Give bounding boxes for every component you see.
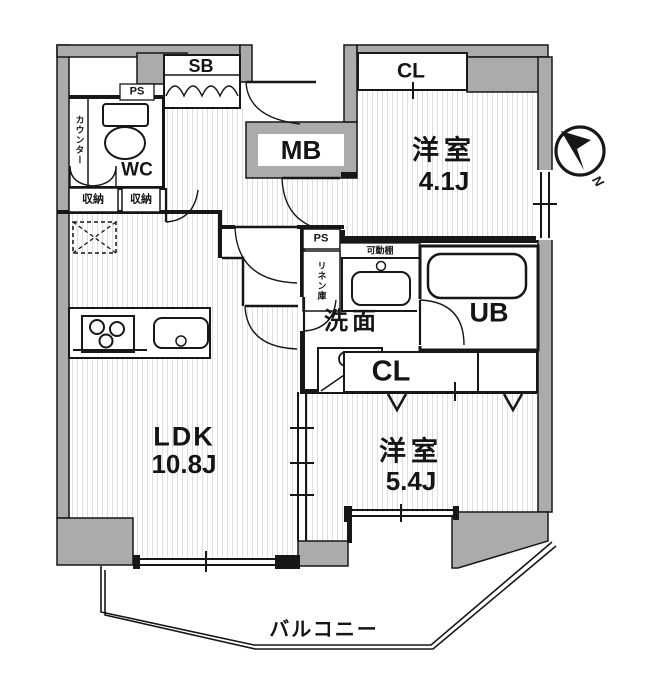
washroom-label: 洗面 [324,308,380,335]
floor-ldk [69,212,298,557]
closet-mid-box [343,351,479,393]
bathtub-icon [426,252,528,300]
unit-bath-label: UB [469,297,509,328]
washbasin-faucet-icon [375,260,387,272]
kitchen-sink-icon [153,317,209,349]
balcony-railing-outer [104,545,557,650]
storage-box-left [68,187,119,213]
closet-mid-label: CL [371,355,411,388]
windows [133,170,557,572]
shoe-box [163,54,241,109]
closets [343,52,538,413]
wall-corner-sw [56,517,134,566]
burner-icon-3 [98,333,114,349]
linen-closet-box [302,250,341,312]
balcony-label: バルコニー [269,619,379,641]
washbasin-bowl-icon [351,271,411,306]
linen-closet-label: リネン庫 [316,261,327,301]
wall-wash-west-lower [300,331,305,392]
window-east [533,172,557,238]
hall-door-arc [234,226,298,284]
closet-mid-box2 [477,351,538,393]
floor-bedroom1 [344,57,538,236]
wall-wc-top [69,95,165,99]
meter-box-label: MB [280,135,322,165]
ub-door-arc [419,299,465,346]
ldk-size: 10.8J [151,449,217,479]
balcony-railing-inner [100,541,553,646]
kitchen-drain-icon [175,335,187,347]
wall-right [537,56,553,513]
compass-needle [561,131,591,170]
wall-mb-strip [343,44,358,123]
window-ldk-jamb-left [133,555,140,569]
wall-bed2-sw [347,516,352,543]
movable-shelf-label: 可動棚 [366,245,394,256]
wall-bed1-doorjamb [340,230,345,243]
ldk-door-arc [244,305,298,350]
pipe-space-mid-box [302,228,341,250]
toilet-label: WC [121,159,153,181]
storage-left-label: 収納 [82,193,104,206]
counter-label: カウンター [74,115,85,165]
floor-hall-corridor [164,108,344,227]
compass-icon [554,125,606,177]
refrigerator-space [72,221,117,254]
storage-door-arc-left [69,165,94,187]
wall-pillar-south [297,540,349,567]
bedroom1-size: 4.1J [418,166,470,196]
storage-box-right [121,187,161,213]
window-bed2-jamb-right [453,506,459,520]
wall-hall-stub [218,210,222,258]
pipe-space-top-label: PS [129,85,145,98]
wall-wc-right [162,95,165,190]
entrance-area [163,54,344,350]
storage-right-label: 収納 [130,193,152,206]
hanger-pipe-mark-right [502,393,524,413]
window-ldk-jamb-right [275,555,300,569]
bedroom2-label: 洋室 [379,436,443,467]
shoe-box-label: SB [188,56,214,76]
floor-areas [69,57,538,557]
toilet-room [68,83,199,223]
wall-corner-se [451,511,549,569]
ldk-label: LDK [153,421,215,452]
wall-wash-top [297,225,344,229]
entrance-door-arc [245,81,301,125]
bedroom1-label: 洋室 [412,135,476,166]
unit-bath-area [417,244,540,352]
bedroom2-size: 5.4J [385,466,437,496]
wall-left [56,44,70,519]
kitchen-area [68,221,211,359]
window-bed2 [352,504,453,522]
meter-box-inner [258,134,344,166]
compass-circle [554,125,606,177]
wall-below-mb [341,172,357,178]
burner-icon-2 [109,321,125,337]
window-bed2-jamb-left [344,506,352,522]
refrigerator-x-mark [72,221,117,254]
window-ldk [140,551,275,572]
sliding-door-partition [290,392,314,541]
washroom-door-arc [303,299,337,332]
toilet-tank-icon [102,103,149,127]
wall-bed1-bottom [344,236,538,243]
pipe-space-top-box [119,83,155,101]
wall-entrance-strip [239,44,253,83]
balcony-railing [100,541,557,650]
storage-door-arc-right [92,165,117,187]
closet-top-label: CL [397,59,425,83]
hanger-pipe-mark-left [386,393,408,413]
wc-door-arc [165,189,199,223]
wall-corner-ne [466,56,549,93]
wall-doorjamb-a-left [218,225,235,229]
pipe-space-mid-label: PS [313,232,329,245]
shoe-box-doors [165,85,239,98]
floor-bedroom2 [307,394,538,541]
toilet-bowl-icon [104,126,146,160]
burner-icon-1 [89,319,105,335]
